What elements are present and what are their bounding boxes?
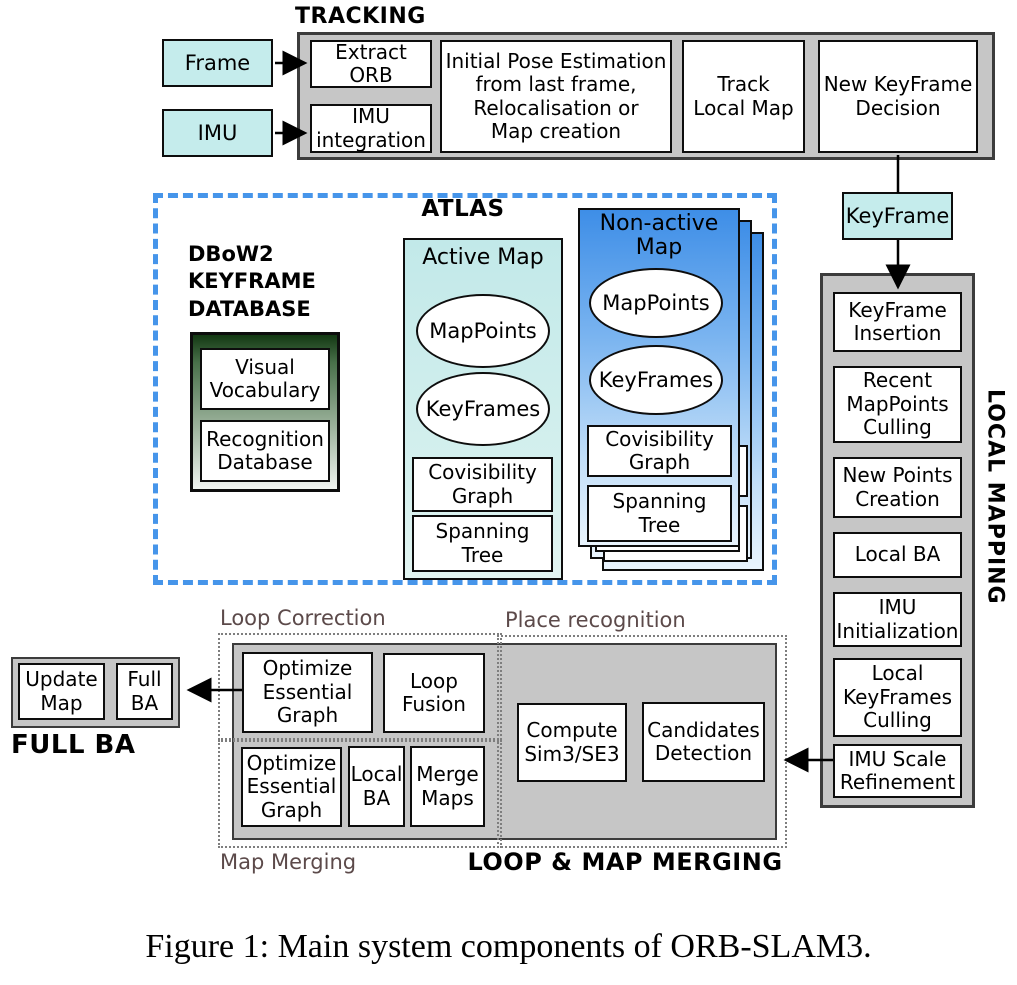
atlas-title: ATLAS: [421, 196, 505, 222]
active-map-title: Active Map: [422, 244, 544, 270]
recognition-database-box: Recognition Database: [200, 420, 330, 482]
non-active-covisibility-graph-box: Covisibility Graph: [587, 425, 732, 477]
keyframe-box: KeyFrame: [842, 192, 953, 240]
frame-input-box: Frame: [162, 39, 273, 87]
dbow2-database-title: DBoW2 KEYFRAME DATABASE: [188, 242, 316, 321]
local-keyframes-culling-box: Local KeyFrames Culling: [833, 658, 962, 737]
local-mapping-title: LOCAL MAPPING: [982, 389, 1008, 605]
initial-pose-estimation-box: Initial Pose Estimation from last frame,…: [440, 40, 672, 153]
imu-scale-refinement-box: IMU Scale Refinement: [833, 744, 962, 798]
tracking-title: TRACKING: [295, 4, 426, 29]
full-ba-title: FULL BA: [11, 730, 136, 760]
imu-integration-box: IMU integration: [310, 104, 432, 153]
imu-initialization-box: IMU Initialization: [833, 592, 962, 647]
map-merging-dotted-border: [218, 740, 502, 848]
place-recognition-dotted-border: [497, 635, 787, 848]
imu-input-box: IMU: [162, 109, 273, 157]
non-active-spanning-tree-box: Spanning Tree: [587, 485, 732, 542]
track-local-map-box: Track Local Map: [682, 40, 805, 153]
visual-vocabulary-box: Visual Vocabulary: [200, 348, 330, 410]
active-spanning-tree-box: Spanning Tree: [412, 515, 553, 572]
candidates-detection-box: Candidates Detection: [642, 702, 765, 782]
loop-correction-dotted-border: [218, 633, 502, 740]
non-active-map-title: Non-active Map: [599, 210, 719, 260]
new-points-creation-box: New Points Creation: [833, 457, 962, 518]
loop-correction-label: Loop Correction: [220, 606, 386, 630]
active-covisibility-graph-box: Covisibility Graph: [412, 457, 553, 512]
optimize-essential-graph-merge-box: Optimize Essential Graph: [241, 747, 342, 827]
active-keyframes-ellipse: KeyFrames: [416, 372, 550, 446]
non-active-mappoints-ellipse: MapPoints: [589, 268, 723, 338]
atlas-dashed-border: [153, 193, 777, 585]
place-recognition-label: Place recognition: [505, 608, 686, 632]
merge-local-ba-box: Local BA: [348, 746, 405, 827]
map-merging-label: Map Merging: [220, 850, 357, 874]
loop-fusion-box: Loop Fusion: [383, 653, 485, 733]
local-ba-box: Local BA: [833, 532, 962, 578]
non-active-keyframes-ellipse: KeyFrames: [589, 345, 723, 415]
new-keyframe-decision-box: New KeyFrame Decision: [818, 40, 978, 153]
optimize-essential-graph-loop-box: Optimize Essential Graph: [242, 652, 373, 733]
extract-orb-box: Extract ORB: [310, 40, 432, 88]
keyframe-insertion-box: KeyFrame Insertion: [833, 292, 962, 352]
full-ba-inner-box: Full BA: [116, 663, 173, 720]
loop-map-merging-title: LOOP & MAP MERGING: [467, 848, 783, 876]
figure-caption: Figure 1: Main system components of ORB-…: [145, 928, 872, 965]
update-map-box: Update Map: [18, 663, 105, 720]
recent-mappoints-culling-box: Recent MapPoints Culling: [833, 366, 962, 443]
compute-sim3-box: Compute Sim3/SE3: [517, 703, 627, 782]
merge-maps-box: Merge Maps: [410, 746, 485, 827]
active-mappoints-ellipse: MapPoints: [416, 294, 550, 368]
